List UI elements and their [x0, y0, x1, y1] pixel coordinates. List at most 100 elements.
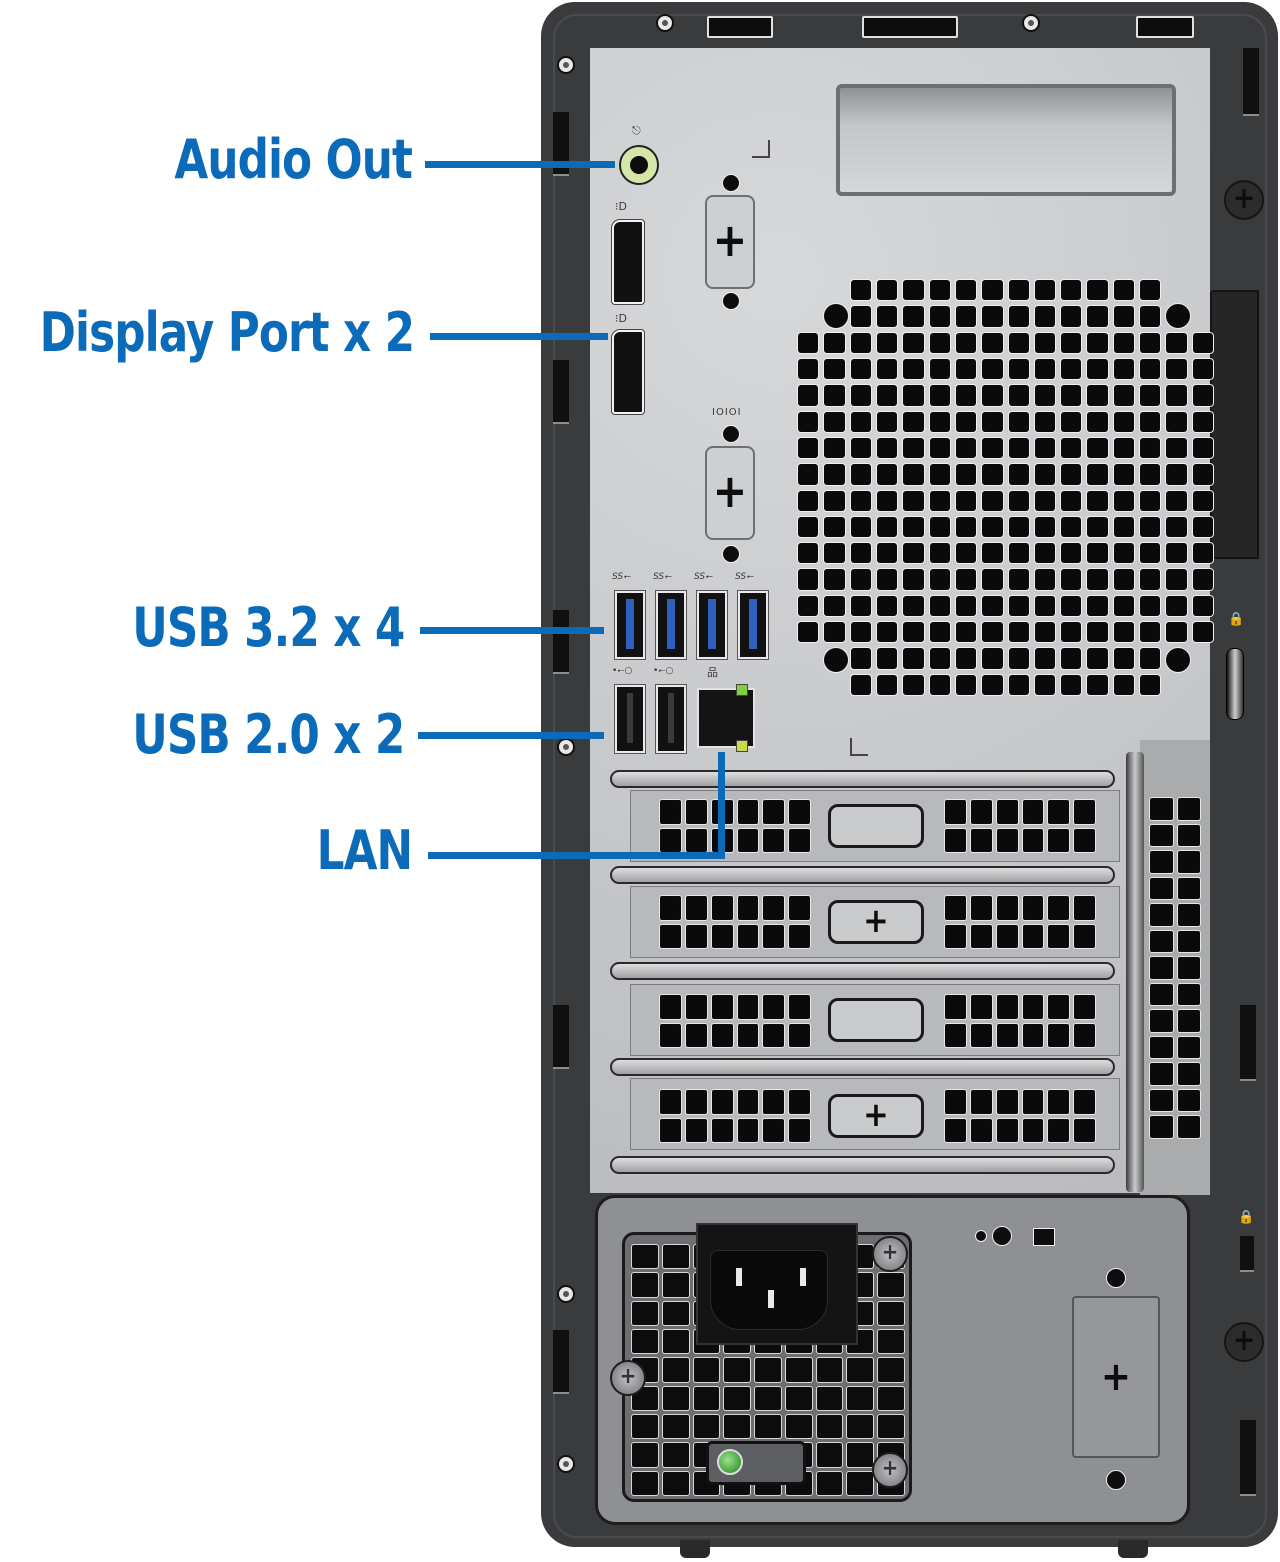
fan-mount-hole [1165, 647, 1191, 673]
pcie-rail [610, 1058, 1115, 1076]
slot-vent [660, 896, 810, 948]
usb3-port-3 [697, 591, 727, 659]
screw-icon [557, 56, 575, 74]
side-slot [553, 360, 569, 424]
usb-power-icon: •⭠○ [612, 666, 633, 676]
knockout-hole [1106, 1470, 1126, 1490]
fan-grille [798, 280, 1213, 695]
slot-cover-plus: + [828, 900, 924, 944]
psu-status-led [717, 1449, 743, 1475]
chassis-foot [680, 1540, 710, 1558]
slot-vent [945, 1090, 1095, 1142]
leader-line-audio [425, 161, 615, 168]
screw-icon [557, 1455, 575, 1473]
usb3-port-4 [738, 591, 768, 659]
side-slot [553, 1005, 569, 1069]
power-pin [736, 1268, 742, 1286]
leader-line-usb32 [420, 627, 604, 634]
psu-square-hole [1033, 1228, 1055, 1246]
knockout-hole [722, 292, 740, 310]
psu-indicator-hole [975, 1230, 987, 1242]
psu-knockout-cover: + [1072, 1296, 1160, 1458]
slot-vent [660, 995, 810, 1047]
callout-lan: LAN [316, 819, 412, 882]
vent-slot [1136, 16, 1194, 38]
usb-superspeed-icon: SS⭠ [694, 572, 713, 582]
audio-out-jack [619, 145, 659, 185]
screw-icon [557, 738, 575, 756]
alignment-mark [752, 140, 770, 158]
leader-line-usb20 [418, 732, 604, 739]
knockout-cover: + [705, 195, 755, 289]
slot-cover-plus: + [828, 1094, 924, 1138]
screw-icon [656, 14, 674, 32]
side-slot [553, 610, 569, 674]
usb-superspeed-icon: SS⭠ [612, 572, 631, 582]
leader-line-lan-vertical [718, 752, 725, 859]
side-slot [1240, 1420, 1256, 1496]
power-pin [800, 1268, 806, 1286]
slot-vent [945, 800, 1095, 852]
slot-vent [660, 800, 810, 852]
displayport-1 [612, 220, 644, 304]
pcie-rail [610, 770, 1115, 788]
side-latch [1210, 290, 1259, 559]
knockout-hole [722, 425, 740, 443]
callout-usb32: USB 3.2 x 4 [131, 596, 405, 659]
network-icon: 品 [707, 666, 718, 679]
chassis-edge [553, 14, 1267, 1538]
screw-icon [557, 1285, 575, 1303]
security-slot [1240, 1236, 1254, 1272]
usb-superspeed-icon: SS⭠ [735, 572, 754, 582]
fan-mount-hole [823, 647, 849, 673]
side-slot [1240, 1005, 1256, 1081]
pcie-retention-bracket [1126, 752, 1144, 1192]
side-slot [1243, 48, 1259, 116]
knockout-hole [722, 545, 740, 563]
knockout-hole [722, 174, 740, 192]
usb3-port-1 [615, 591, 645, 659]
displayport-icon: ⁝D [615, 312, 627, 325]
displayport-icon: ⁝D [615, 200, 627, 213]
vent-slot [862, 16, 958, 38]
thumb-screw-icon: + [1224, 1322, 1264, 1362]
slot-cover-blank [828, 804, 924, 848]
pcie-rail [610, 962, 1115, 980]
fan-mount-hole [1165, 303, 1191, 329]
hex-screw-icon: + [610, 1360, 646, 1396]
callout-display-port: Display Port x 2 [39, 301, 415, 364]
headphone-icon: ⎋ [632, 124, 641, 137]
lan-activity-led [736, 740, 748, 752]
slot-vent [945, 896, 1095, 948]
leader-line-lan-horizontal [428, 852, 725, 859]
callout-audio-out: Audio Out [174, 128, 413, 191]
lan-link-led [736, 684, 748, 696]
chassis-foot [1118, 1540, 1148, 1558]
pcie-rail [610, 1156, 1115, 1174]
fan-mount-hole [823, 303, 849, 329]
lock-icon: 🔒 [1228, 612, 1245, 627]
knockout-hole [1106, 1268, 1126, 1288]
psu-indicator-hole [992, 1226, 1012, 1246]
lan-port [697, 688, 755, 748]
serial-port-icon: IOIOI [712, 407, 742, 418]
handle-recess [836, 84, 1176, 196]
psu-grille [632, 1245, 904, 1495]
displayport-2 [612, 330, 644, 414]
side-slot [553, 1330, 569, 1394]
hex-screw-icon: + [872, 1452, 908, 1488]
power-pin [768, 1290, 774, 1308]
pcie-rail [610, 866, 1115, 884]
usb2-port-1 [615, 685, 645, 753]
padlock-ring [1226, 648, 1244, 720]
usb-power-icon: •⭠○ [653, 666, 674, 676]
hex-screw-icon: + [872, 1236, 908, 1272]
screw-icon [1022, 14, 1040, 32]
vent-slot [707, 16, 773, 38]
slot-cover-blank [828, 998, 924, 1042]
side-slot [553, 112, 569, 176]
slot-vent [945, 995, 1095, 1047]
side-vent [1150, 798, 1200, 1138]
usb2-port-2 [656, 685, 686, 753]
alignment-mark [850, 738, 868, 756]
